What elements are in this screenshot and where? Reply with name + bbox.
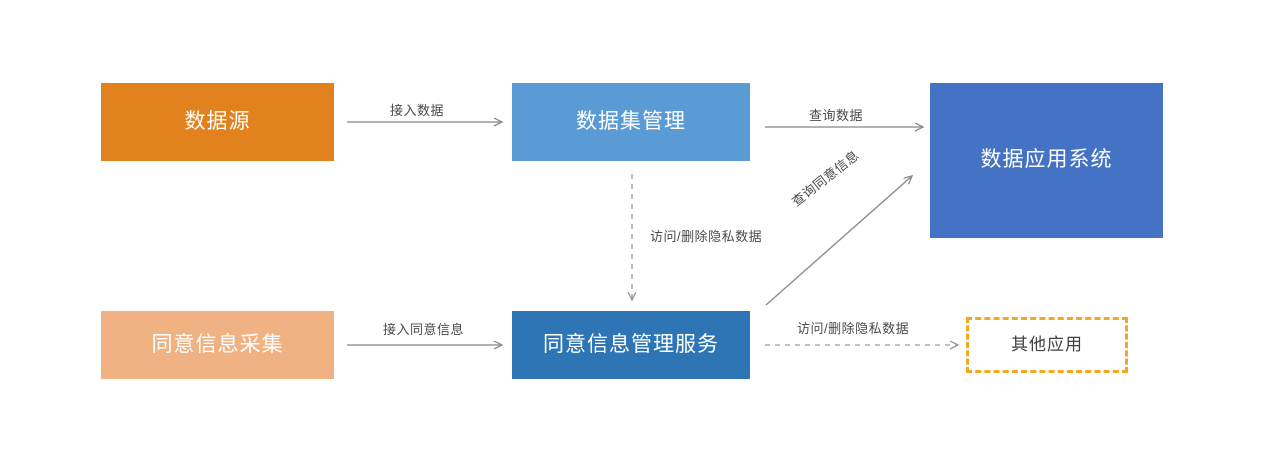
node-consent-collection[interactable]: 同意信息采集	[101, 311, 334, 379]
edge-label-access-delete-private-data-2: 访问/删除隐私数据	[797, 321, 910, 336]
edge-label-ingest-data: 接入数据	[390, 103, 445, 118]
edge-query-consent	[765, 176, 912, 306]
node-consent-management-service-label: 同意信息管理服务	[543, 332, 719, 356]
node-dataset-management[interactable]: 数据集管理	[512, 83, 750, 161]
node-dataset-management-label: 数据集管理	[576, 109, 686, 133]
node-consent-management-service[interactable]: 同意信息管理服务	[512, 311, 750, 379]
node-data-application-system-label: 数据应用系统	[980, 148, 1113, 172]
node-other-application-label: 其他应用	[1011, 335, 1083, 355]
edge-label-access-delete-private-data-1: 访问/删除隐私数据	[650, 229, 763, 244]
node-datasource[interactable]: 数据源	[101, 83, 334, 161]
node-datasource-label: 数据源	[184, 109, 251, 133]
edge-label-ingest-consent: 接入同意信息	[383, 322, 465, 337]
node-other-application[interactable]: 其他应用	[966, 317, 1128, 373]
edge-label-query-data: 查询数据	[809, 108, 864, 123]
node-consent-collection-label: 同意信息采集	[151, 332, 284, 356]
node-data-application-system[interactable]: 数据应用系统	[930, 83, 1163, 238]
